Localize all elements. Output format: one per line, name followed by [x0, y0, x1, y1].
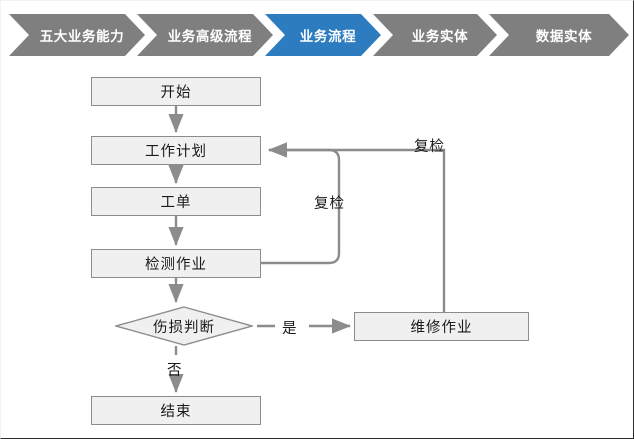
- edge-label-no: 否: [167, 363, 183, 379]
- flow-node-workplan[interactable]: 工作计划: [91, 136, 261, 165]
- flow-node-label: 伤损判断: [153, 319, 215, 336]
- edge-label-yes: 是: [282, 321, 298, 337]
- flow-node-end[interactable]: 结束: [91, 396, 261, 425]
- edge-label-recheck-inner: 复检: [314, 196, 345, 212]
- flow-node-label: 结束: [160, 404, 192, 420]
- flow-node-label: 工单: [160, 195, 192, 211]
- flow-node-label: 工作计划: [145, 144, 207, 160]
- flow-node-label: 检测作业: [145, 257, 207, 273]
- flow-node-label: 维修作业: [410, 320, 473, 336]
- flow-node-inspection[interactable]: 检测作业: [91, 249, 261, 278]
- flow-node-judge[interactable]: 伤损判断: [115, 306, 253, 346]
- diamond-shape: [115, 306, 253, 346]
- edge-label-recheck-outer: 复检: [414, 139, 445, 155]
- flow-node-start[interactable]: 开始: [91, 77, 261, 106]
- flow-node-repair[interactable]: 维修作业: [354, 312, 529, 341]
- flow-node-workorder[interactable]: 工单: [91, 187, 261, 216]
- flow-node-label: 开始: [160, 85, 192, 101]
